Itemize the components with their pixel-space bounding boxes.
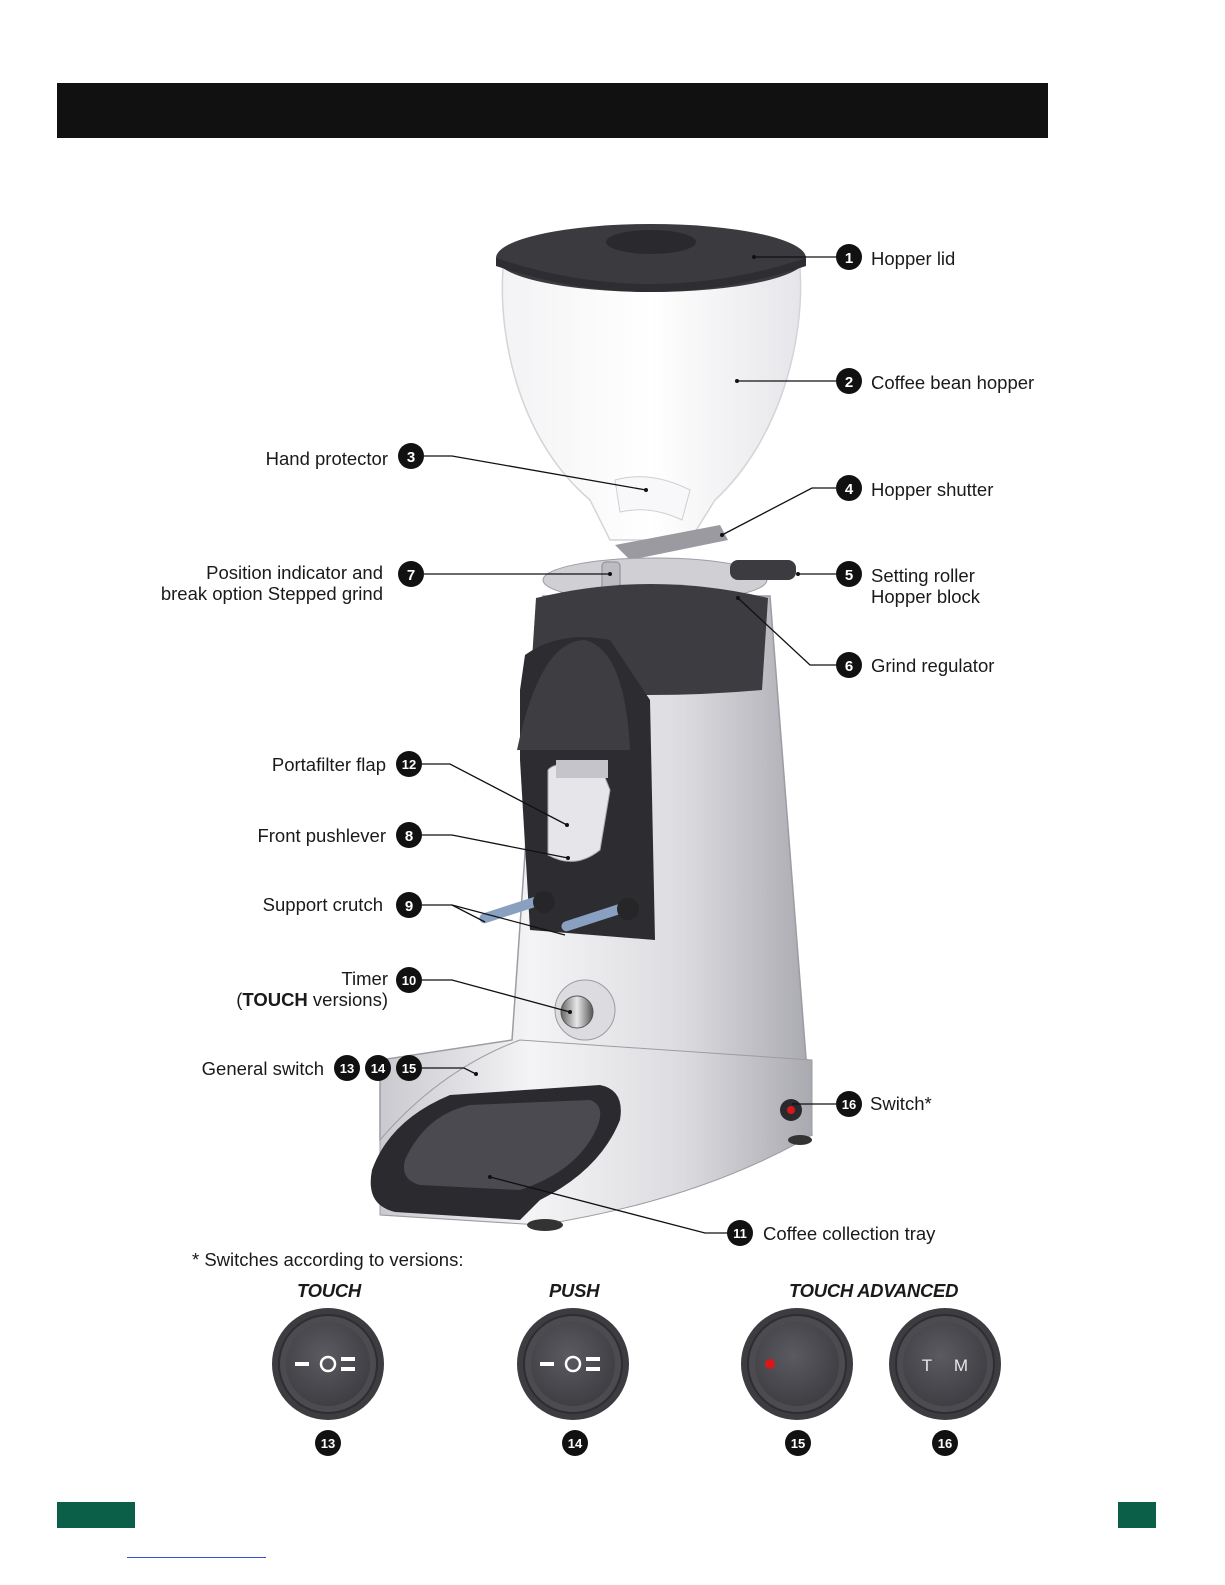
version-touch-label: TOUCH — [297, 1280, 361, 1302]
footer-link-underline — [127, 1557, 266, 1558]
svg-text:16: 16 — [938, 1436, 952, 1451]
switch-num-13: 13 — [315, 1430, 341, 1456]
label-coffee-collection-tray: Coffee collection tray — [763, 1223, 935, 1244]
switches-note: * Switches according to versions: — [192, 1249, 463, 1271]
touch-switch-button — [272, 1308, 384, 1420]
touch-advanced-led-button — [741, 1308, 853, 1420]
badge-6: 6 — [836, 652, 862, 678]
label-hopper-lid: Hopper lid — [871, 248, 955, 269]
label-coffee-bean-hopper: Coffee bean hopper — [871, 372, 1034, 393]
badge-5: 5 — [836, 561, 862, 587]
label-position-indicator-line2: break option Stepped grind — [161, 583, 383, 604]
svg-text:15: 15 — [791, 1436, 805, 1451]
footer-accent-left — [57, 1502, 135, 1528]
svg-text:4: 4 — [845, 481, 854, 498]
badge-9: 9 — [396, 892, 422, 918]
push-switch-button — [517, 1308, 629, 1420]
label-switch: Switch* — [870, 1093, 932, 1114]
label-grind-regulator: Grind regulator — [871, 655, 994, 676]
label-hopper-shutter: Hopper shutter — [871, 479, 993, 500]
badge-3: 3 — [398, 443, 424, 469]
badge-4: 4 — [836, 475, 862, 501]
badge-10: 10 — [396, 967, 422, 993]
version-push-label: PUSH — [549, 1280, 599, 1302]
svg-text:10: 10 — [402, 973, 416, 988]
setting-roller-shape — [730, 560, 796, 580]
svg-text:14: 14 — [568, 1436, 583, 1451]
label-general-switch: General switch — [202, 1058, 324, 1079]
badge-13: 13 — [334, 1055, 360, 1081]
badge-2: 2 — [836, 368, 862, 394]
badge-16: 16 — [836, 1091, 862, 1117]
svg-text:6: 6 — [845, 658, 853, 675]
badge-12: 12 — [396, 751, 422, 777]
label-timer: Timer (TOUCH versions) — [236, 968, 388, 1010]
label-timer-line1: Timer — [236, 968, 388, 989]
svg-text:7: 7 — [407, 567, 415, 584]
badge-8: 8 — [396, 822, 422, 848]
svg-text:8: 8 — [405, 828, 413, 845]
badge-7: 7 — [398, 561, 424, 587]
badge-11: 11 — [727, 1220, 753, 1246]
svg-text:T: T — [922, 1356, 932, 1375]
svg-text:1: 1 — [845, 250, 853, 267]
switch-num-15: 15 — [785, 1430, 811, 1456]
label-timer-line2: (TOUCH versions) — [236, 989, 388, 1010]
svg-text:13: 13 — [321, 1436, 335, 1451]
label-front-pushlever: Front pushlever — [257, 825, 386, 846]
badge-1: 1 — [836, 244, 862, 270]
svg-text:13: 13 — [340, 1061, 354, 1076]
svg-text:5: 5 — [845, 567, 853, 584]
label-hand-protector: Hand protector — [266, 448, 388, 469]
version-touch-advanced-label: TOUCH ADVANCED — [789, 1280, 958, 1302]
badge-14: 14 — [365, 1055, 391, 1081]
svg-text:9: 9 — [405, 898, 413, 915]
label-portafilter-flap: Portafilter flap — [272, 754, 386, 775]
svg-text:14: 14 — [371, 1061, 386, 1076]
label-setting-roller-line1: Setting roller — [871, 565, 980, 586]
touch-advanced-tm-button: T M — [889, 1308, 1001, 1420]
svg-text:2: 2 — [845, 374, 853, 391]
switch-num-14: 14 — [562, 1430, 588, 1456]
svg-text:3: 3 — [407, 449, 415, 466]
svg-text:12: 12 — [402, 757, 416, 772]
label-hopper-block-line2: Hopper block — [871, 586, 980, 607]
svg-text:11: 11 — [733, 1226, 747, 1241]
svg-text:15: 15 — [402, 1061, 416, 1076]
label-support-crutch: Support crutch — [263, 894, 383, 915]
label-setting-roller: Setting roller Hopper block — [871, 565, 980, 607]
label-position-indicator: Position indicator and break option Step… — [161, 562, 383, 604]
switch-num-16: 16 — [932, 1430, 958, 1456]
svg-text:M: M — [954, 1356, 968, 1375]
label-position-indicator-line1: Position indicator and — [161, 562, 383, 583]
svg-text:16: 16 — [842, 1097, 856, 1112]
badge-15: 15 — [396, 1055, 422, 1081]
footer-accent-right — [1118, 1502, 1156, 1528]
